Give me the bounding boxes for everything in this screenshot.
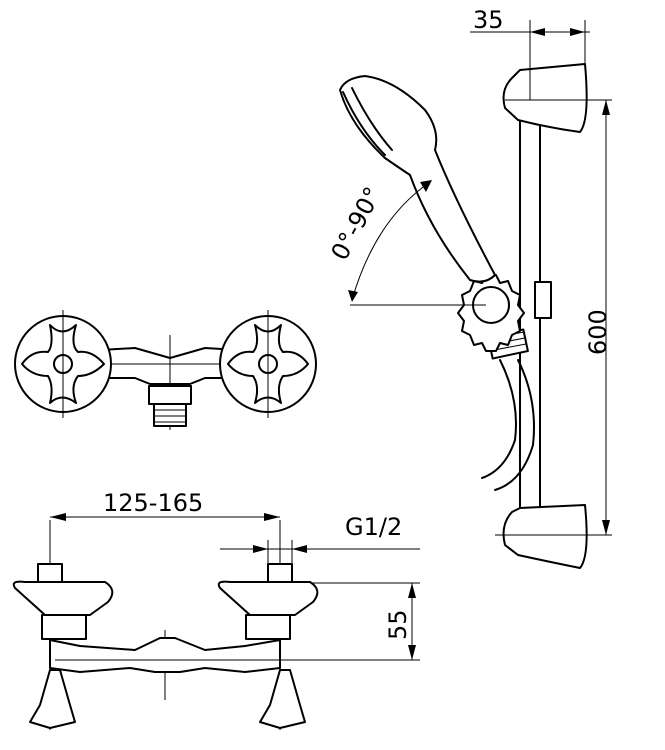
- left-handwheel-top: [14, 310, 112, 418]
- top-wall-bracket: [502, 63, 588, 133]
- handshower-holder: [457, 274, 525, 352]
- dimension-125-165: 125-165: [103, 489, 203, 517]
- hand-shower: [339, 75, 496, 283]
- dimension-55: 55: [384, 609, 412, 640]
- rail-slider: [534, 281, 552, 319]
- mixer-top-view: [14, 310, 317, 430]
- dimension-g12: G1/2: [345, 513, 402, 541]
- mixer-front-view: [12, 513, 420, 730]
- dimension-angle: 0°-90°: [326, 182, 388, 264]
- dimension-35: 35: [473, 6, 504, 34]
- rotation-arc: [351, 181, 431, 301]
- bottom-wall-bracket: [502, 504, 588, 569]
- right-handwheel-top: [219, 310, 317, 418]
- shower-rail-set: [339, 20, 612, 569]
- slide-rail: [519, 99, 541, 541]
- shower-hose: [481, 359, 535, 491]
- dimension-600: 600: [584, 309, 612, 355]
